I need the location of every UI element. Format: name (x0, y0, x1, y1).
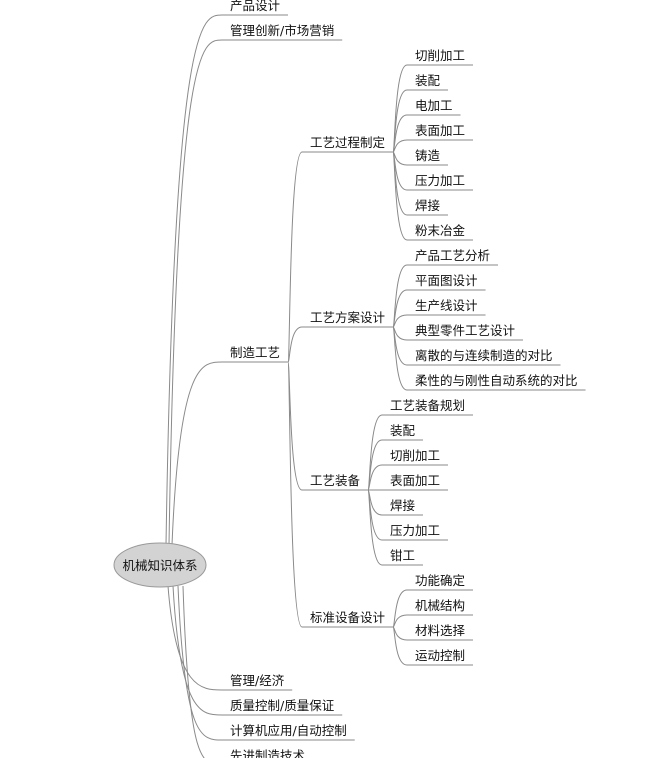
subbranch-node[interactable]: 工艺方案设计 (310, 310, 385, 325)
leaf-node[interactable]: 功能确定 (415, 573, 465, 588)
root-node[interactable] (113, 542, 207, 588)
connector-line (392, 326, 408, 391)
connector-line (287, 326, 303, 363)
branch-node[interactable]: 制造工艺 (230, 345, 280, 360)
leaf-node[interactable]: 运动控制 (415, 648, 465, 663)
leaf-node[interactable]: 生产线设计 (415, 298, 478, 313)
connector-line (168, 39, 223, 546)
leaf-node[interactable]: 典型零件工艺设计 (415, 323, 515, 338)
root-label: 机械知识体系 (122, 558, 197, 573)
branch-node[interactable]: 先进制造技术 (230, 748, 306, 758)
branch-node[interactable]: 管理/经济 (230, 673, 285, 688)
connector-line (177, 585, 223, 741)
connector-line (392, 314, 408, 328)
connector-line (167, 585, 223, 691)
connector-line (287, 361, 303, 628)
leaf-node[interactable]: 焊接 (415, 198, 441, 213)
leaf-node[interactable]: 装配 (415, 73, 441, 88)
connector-line (392, 614, 408, 628)
connector-line (171, 361, 223, 546)
leaf-node[interactable]: 机械结构 (415, 598, 465, 613)
leaf-node[interactable]: 工艺装备规划 (390, 398, 465, 413)
leaf-node[interactable]: 压力加工 (415, 173, 465, 188)
leaf-node[interactable]: 离散的与连续制造的对比 (415, 348, 553, 363)
leaf-node[interactable]: 铸造 (415, 148, 441, 163)
branch-node[interactable]: 管理创新/市场营销 (230, 23, 334, 38)
connector-line (392, 589, 408, 628)
branch-node[interactable]: 产品设计 (230, 0, 280, 13)
leaf-node[interactable]: 切削加工 (390, 448, 440, 463)
leaf-node[interactable]: 压力加工 (390, 523, 440, 538)
subbranch-node[interactable]: 工艺过程制定 (310, 135, 385, 150)
connector-line (392, 151, 408, 241)
connector-line (392, 139, 408, 153)
connector-line (287, 151, 303, 363)
connector-line (165, 14, 223, 546)
subbranch-node[interactable]: 工艺装备 (310, 473, 361, 488)
leaf-node[interactable]: 粉末冶金 (415, 223, 466, 238)
leaf-node[interactable]: 表面加工 (415, 123, 465, 138)
leaf-node[interactable]: 平面图设计 (415, 273, 478, 288)
leaf-node[interactable]: 产品工艺分析 (415, 248, 490, 263)
leaf-node[interactable]: 钳工 (390, 548, 415, 563)
branch-node[interactable]: 计算机应用/自动控制 (230, 723, 347, 738)
leaf-node[interactable]: 表面加工 (390, 473, 440, 488)
branch-node[interactable]: 质量控制/质量保证 (230, 698, 335, 713)
connector-line (367, 464, 383, 491)
leaf-node[interactable]: 焊接 (390, 498, 416, 513)
connector-line (172, 585, 223, 716)
subbranch-node[interactable]: 标准设备设计 (310, 610, 385, 625)
leaf-node[interactable]: 装配 (390, 423, 416, 438)
leaf-node[interactable]: 材料选择 (415, 623, 466, 638)
connector-line (367, 489, 383, 566)
connector-line (182, 585, 205, 758)
leaf-node[interactable]: 柔性的与刚性自动系统的对比 (415, 373, 578, 388)
leaf-node[interactable]: 电加工 (415, 98, 453, 113)
leaf-node[interactable]: 切削加工 (415, 48, 465, 63)
connector-line (392, 626, 408, 666)
